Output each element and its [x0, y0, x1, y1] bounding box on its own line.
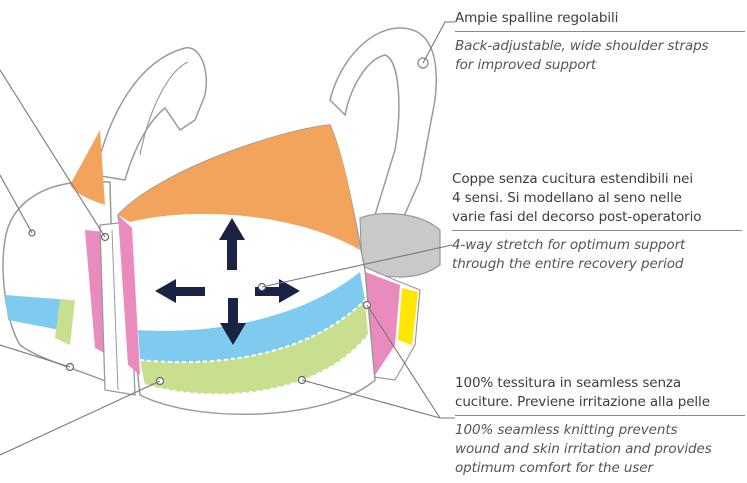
callout-divider [455, 31, 745, 32]
callout-english: 100% seamless knitting prevents wound an… [455, 421, 747, 478]
callout-divider [455, 415, 745, 416]
left-shoulder-strap [95, 48, 206, 180]
callout-stretch-cups: Coppe senza cucitura estendibili nei 4 s… [452, 170, 744, 274]
callout-seamless-knitting: 100% tessitura in seamless senza cucitur… [455, 374, 747, 478]
callout-italian: Coppe senza cucitura estendibili nei 4 s… [452, 170, 744, 227]
callout-italian: 100% tessitura in seamless senza cucitur… [455, 374, 747, 412]
callout-english: 4-way stretch for optimum support throug… [452, 236, 744, 274]
callout-italian: Ampie spalline regolabili [455, 9, 747, 28]
callout-english: Back-adjustable, wide shoulder straps fo… [455, 37, 747, 75]
callout-shoulder-straps: Ampie spalline regolabili Back-adjustabl… [455, 9, 747, 75]
callout-divider [452, 230, 742, 231]
back-band [360, 214, 440, 277]
